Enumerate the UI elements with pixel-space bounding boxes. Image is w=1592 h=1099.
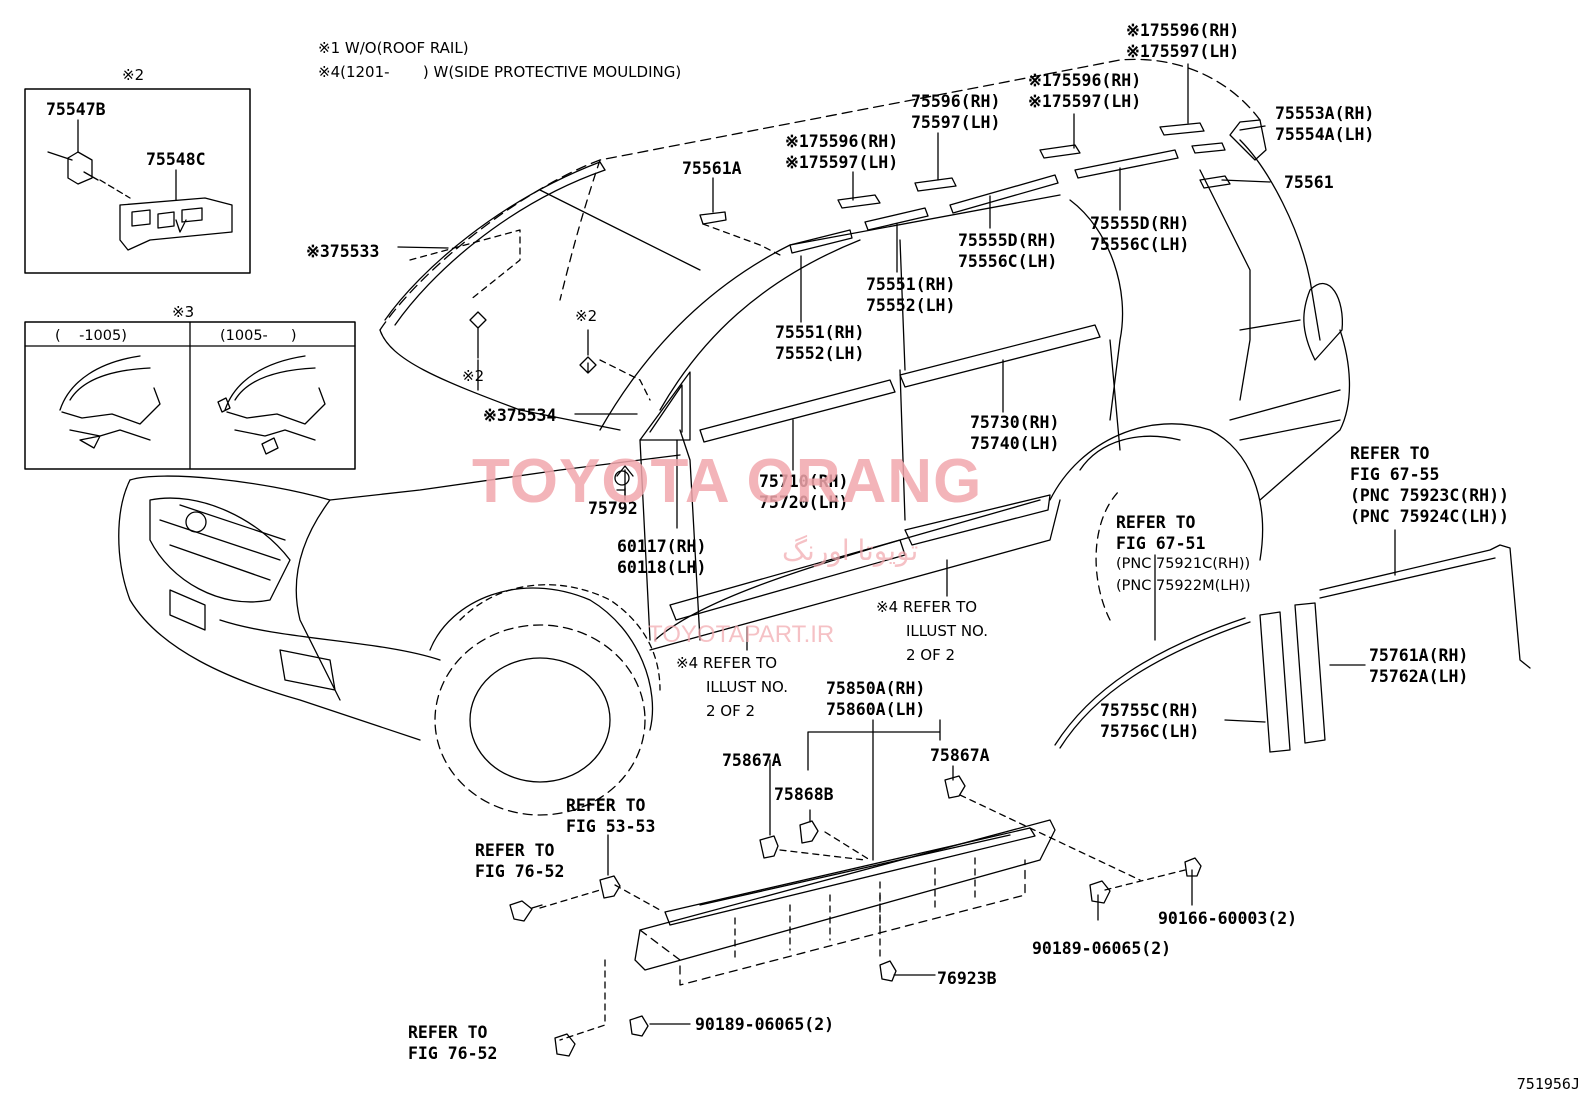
part-label-90166-60003: 90166-60003(2) [1158,909,1298,928]
clip-mark-2-a: ※2 [575,307,598,325]
vehicle-body [118,58,1351,816]
inset3-mark: ※3 [172,303,195,321]
part-label-90189-06065-bottom: 90189-06065(2) [695,1015,835,1034]
refer-fig-67-55-line4: (PNC 75924C(LH)) [1350,507,1509,526]
part-label-75860a: 75860A(LH) [826,700,926,719]
inset3-col-a: ( -1005) [55,328,127,344]
part-label-76923b: 76923B [937,969,997,988]
part-label-75867a-left: 75867A [722,751,782,770]
part-label-75556c-lh-b: 75556C(LH) [958,252,1058,271]
part-label-75556c-lh-a: 75556C(LH) [1090,235,1190,254]
moulding-parts [384,119,1267,621]
note-roof-rail: ※1 W/O(ROOF RAIL) [318,39,469,57]
part-label-75597-lh-c: 75597(LH) [911,113,1001,132]
part-label-75730: 75730(RH) [970,413,1060,432]
part-label-75596-rh-c: 75596(RH) [911,92,1001,111]
inset3-col-b: (1005- ) [220,328,297,344]
part-label-75756c: 75756C(LH) [1100,722,1200,741]
diagram-code: 751956J [1516,1075,1580,1093]
part-label-75555d-rh-a: 75555D(RH) [1090,214,1190,233]
refer-fig-76-52-b-line1: REFER TO [408,1023,488,1042]
refer-fig-76-52-a-line1: REFER TO [475,841,555,860]
refer-fig-67-51-line2: FIG 67-51 [1116,534,1206,553]
part-label-75868b: 75868B [774,785,834,804]
watermark-arabic: تويوتا اورنگ [782,535,919,566]
illust-ref-b-line2: ILLUST NO. [706,678,789,696]
refer-fig-67-51-line3: (PNC 75921C(RH)) [1116,556,1251,572]
inset2-mark: ※2 [122,66,145,84]
illust-ref-b-line1: ※4 REFER TO [676,654,778,672]
part-label-75792: 75792 [588,499,638,518]
illust-ref-b-line3: 2 OF 2 [706,702,756,720]
refer-fig-53-53-line2: FIG 53-53 [566,817,656,836]
part-label-75552-lh-a: 75552(LH) [866,296,956,315]
watermark-main: TOYOTA ORANG [472,447,983,516]
part-label-75533: ※375533 [306,242,380,261]
part-label-75548c: 75548C [146,150,206,169]
refer-fig-67-55-line1: REFER TO [1350,444,1430,463]
leader-lines [397,63,1271,651]
part-label-75850a: 75850A(RH) [826,679,926,698]
part-label-75720: 75720(LH) [759,493,849,512]
part-label-75534: ※375534 [483,406,557,425]
part-label-75551-rh-a: 75551(RH) [866,275,956,294]
part-label-75551-rh-b: 75551(RH) [775,323,865,342]
part-label-75596-rh-b: ※175596(RH) [1028,71,1142,90]
part-label-75597-lh-d: ※175597(LH) [785,153,899,172]
part-label-90189-06065-right: 90189-06065(2) [1032,939,1172,958]
part-label-75596-rh-d: ※175596(RH) [785,132,899,151]
part-label-75761a: 75761A(RH) [1369,646,1469,665]
clip-mark-2-b: ※2 [462,367,485,385]
part-label-75867a-right: 75867A [930,746,990,765]
part-label-75762a: 75762A(LH) [1369,667,1469,686]
inset-clip-box [24,88,251,274]
rear-garnish-parts [1054,529,1531,753]
part-label-75561: 75561 [1284,173,1334,192]
part-label-60118: 60118(LH) [617,558,707,577]
illust-ref-a-line2: ILLUST NO. [906,622,989,640]
refer-fig-53-53-line1: REFER TO [566,796,646,815]
part-label-75553a: 75553A(RH) [1275,104,1375,123]
refer-fig-67-55-line2: FIG 67-55 [1350,465,1440,484]
illust-ref-a-line3: 2 OF 2 [906,646,956,664]
part-label-75547b: 75547B [46,100,106,119]
rocker-panel-assembly [509,719,1202,1057]
watermark-site: TOYOTAPART.IR [648,621,835,648]
refer-fig-67-51-line1: REFER TO [1116,513,1196,532]
illust-ref-a-line1: ※4 REFER TO [876,598,978,616]
part-label-75597-lh-b: ※175597(LH) [1028,92,1142,111]
part-label-60117: 60117(RH) [617,537,707,556]
part-label-75596-rh-a: ※175596(RH) [1126,21,1240,40]
part-label-75710: 75710(RH) [759,472,849,491]
part-label-75555d-rh-b: 75555D(RH) [958,231,1058,250]
refer-fig-76-52-a-line2: FIG 76-52 [475,862,565,881]
inset-molding-box [24,321,356,470]
part-label-75552-lh-b: 75552(LH) [775,344,865,363]
refer-fig-76-52-b-line2: FIG 76-52 [408,1044,498,1063]
refer-fig-67-51-line4: (PNC 75922M(LH)) [1116,578,1251,594]
refer-fig-67-55-line3: (PNC 75923C(RH)) [1350,486,1509,505]
part-label-75740: 75740(LH) [970,434,1060,453]
part-label-75755c: 75755C(RH) [1100,701,1200,720]
part-label-75554a: 75554A(LH) [1275,125,1375,144]
part-label-75597-lh-a: ※175597(LH) [1126,42,1240,61]
note-side-protective-moulding: ※4(1201- ) W(SIDE PROTECTIVE MOULDING) [318,63,682,81]
part-label-75561a: 75561A [682,159,742,178]
